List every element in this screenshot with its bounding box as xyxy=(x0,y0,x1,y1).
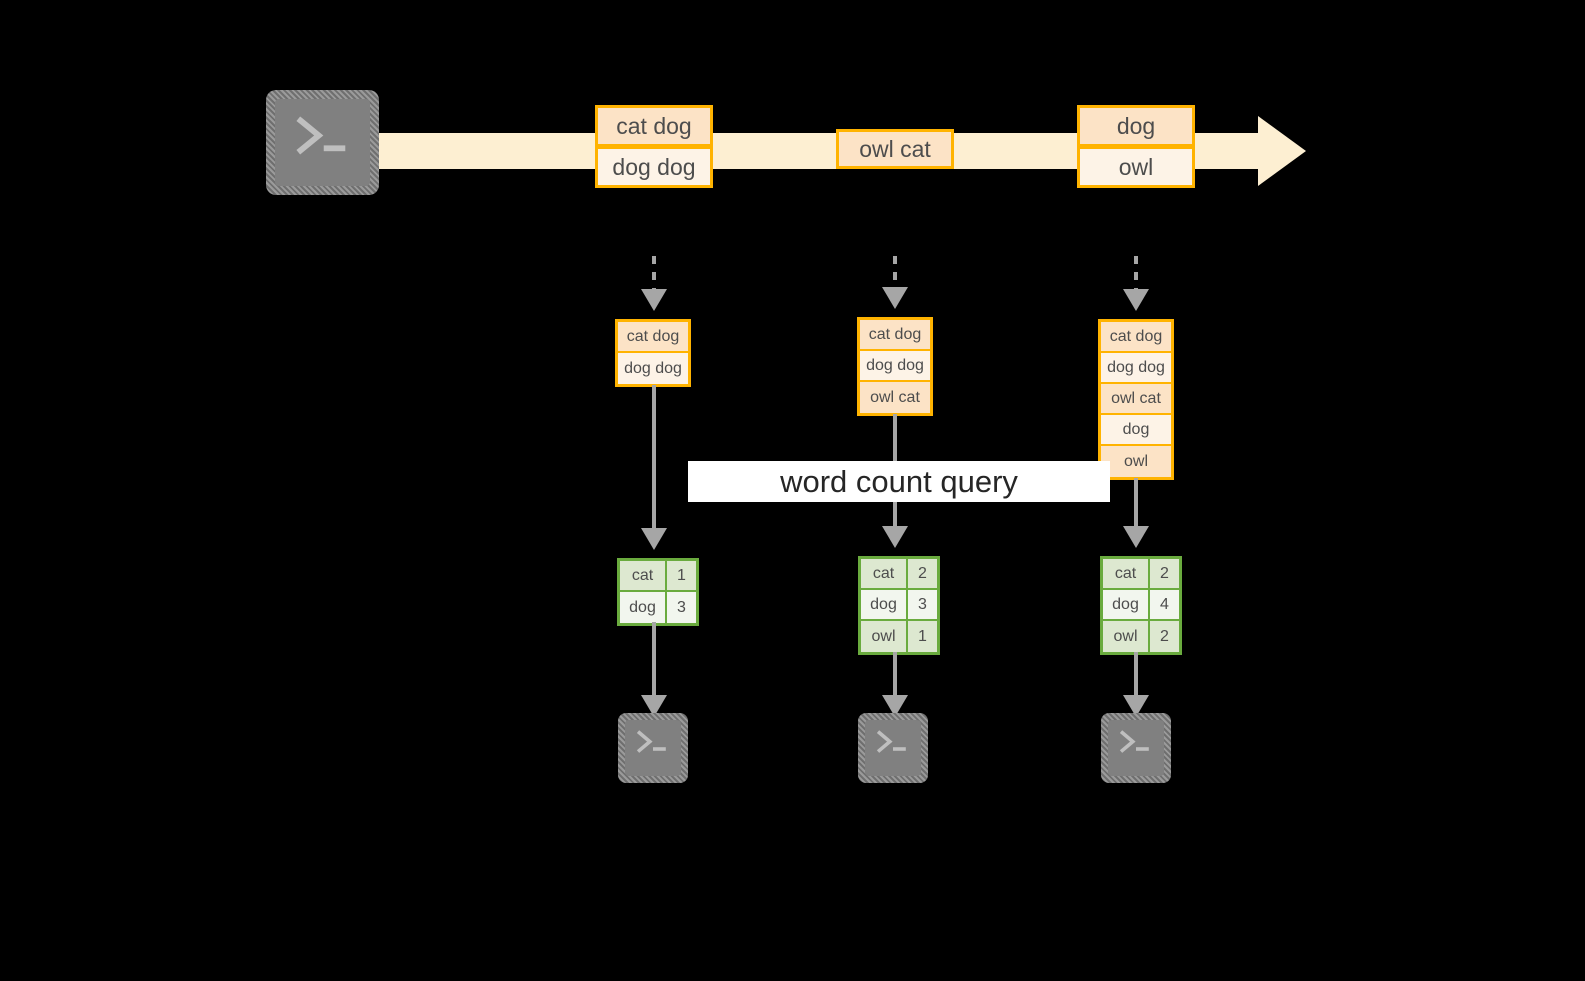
result-count: 1 xyxy=(667,561,696,590)
table-row: dog 3 xyxy=(861,590,937,621)
snapshot-1-query-arrowhead xyxy=(641,528,667,550)
table-row: owl 2 xyxy=(1103,621,1179,652)
result-count: 2 xyxy=(1150,559,1179,588)
result-count: 2 xyxy=(1150,621,1179,652)
table-row: cat dog xyxy=(618,322,688,353)
stream-arrowhead xyxy=(1258,116,1306,186)
table-row: owl xyxy=(1101,446,1171,477)
result-word: dog xyxy=(620,592,667,623)
snapshot-2-result-table[interactable]: cat 2 dog 3 owl 1 xyxy=(858,556,940,655)
result-word: dog xyxy=(1103,590,1150,619)
sink-terminal-body xyxy=(865,720,921,776)
snapshot-3-ingest-line xyxy=(1134,256,1138,292)
table-row: cat 1 xyxy=(620,561,696,592)
result-count: 3 xyxy=(908,590,937,619)
snapshot-2-input-table[interactable]: cat dog dog dog owl cat xyxy=(857,317,933,416)
table-row: owl cat xyxy=(1101,384,1171,415)
result-count: 1 xyxy=(908,621,937,652)
snapshot-1-ingest-arrowhead xyxy=(641,289,667,311)
snapshot-3-ingest-arrowhead xyxy=(1123,289,1149,311)
snapshot-2-query-arrowhead xyxy=(882,526,908,548)
table-row: cat 2 xyxy=(1103,559,1179,590)
snapshot-1-sink-terminal-icon[interactable] xyxy=(618,713,688,783)
result-word: owl xyxy=(861,621,908,652)
table-row: dog 4 xyxy=(1103,590,1179,621)
prompt-glyph-icon xyxy=(625,720,681,776)
snapshot-3-sink-terminal-icon[interactable] xyxy=(1101,713,1171,783)
snapshot-3-query-line xyxy=(1134,478,1138,528)
query-label: word count query xyxy=(688,461,1110,502)
snapshot-2-ingest-line xyxy=(893,256,897,290)
stream-event-box[interactable]: dog xyxy=(1077,105,1195,147)
result-count: 3 xyxy=(667,592,696,623)
table-row: cat dog xyxy=(1101,322,1171,353)
snapshot-1-result-table[interactable]: cat 1 dog 3 xyxy=(617,558,699,626)
sink-terminal-body xyxy=(625,720,681,776)
snapshot-1-sink-line xyxy=(652,622,656,697)
stream-event-box[interactable]: owl xyxy=(1077,146,1195,188)
snapshot-3-result-table[interactable]: cat 2 dog 4 owl 2 xyxy=(1100,556,1182,655)
prompt-glyph-icon xyxy=(275,99,370,186)
table-row: owl cat xyxy=(860,382,930,413)
stream-event-box[interactable]: owl cat xyxy=(836,129,954,169)
result-word: dog xyxy=(861,590,908,619)
result-word: cat xyxy=(620,561,667,590)
prompt-glyph-icon xyxy=(1108,720,1164,776)
source-terminal-icon[interactable] xyxy=(266,90,379,195)
table-row: dog dog xyxy=(860,351,930,382)
snapshot-3-input-table[interactable]: cat dog dog dog owl cat dog owl xyxy=(1098,319,1174,480)
result-count: 4 xyxy=(1150,590,1179,619)
stream-event-box[interactable]: dog dog xyxy=(595,146,713,188)
snapshot-1-query-line xyxy=(652,385,656,530)
source-terminal-body xyxy=(275,99,370,186)
table-row: dog 3 xyxy=(620,592,696,623)
snapshot-1-input-table[interactable]: cat dog dog dog xyxy=(615,319,691,387)
result-word: cat xyxy=(861,559,908,588)
snapshot-1-sink-arrowhead xyxy=(641,695,667,717)
prompt-glyph-icon xyxy=(865,720,921,776)
result-count: 2 xyxy=(908,559,937,588)
snapshot-3-sink-line xyxy=(1134,652,1138,697)
snapshot-2-sink-line xyxy=(893,652,897,697)
snapshot-1-ingest-line xyxy=(652,256,656,292)
snapshot-2-sink-arrowhead xyxy=(882,695,908,717)
table-row: dog dog xyxy=(1101,353,1171,384)
result-word: cat xyxy=(1103,559,1150,588)
table-row: dog dog xyxy=(618,353,688,384)
stream-event-box[interactable]: cat dog xyxy=(595,105,713,147)
table-row: cat dog xyxy=(860,320,930,351)
table-row: owl 1 xyxy=(861,621,937,652)
snapshot-3-query-arrowhead xyxy=(1123,526,1149,548)
table-row: cat 2 xyxy=(861,559,937,590)
snapshot-3-sink-arrowhead xyxy=(1123,695,1149,717)
snapshot-2-ingest-arrowhead xyxy=(882,287,908,309)
sink-terminal-body xyxy=(1108,720,1164,776)
snapshot-2-sink-terminal-icon[interactable] xyxy=(858,713,928,783)
table-row: dog xyxy=(1101,415,1171,446)
result-word: owl xyxy=(1103,621,1150,652)
